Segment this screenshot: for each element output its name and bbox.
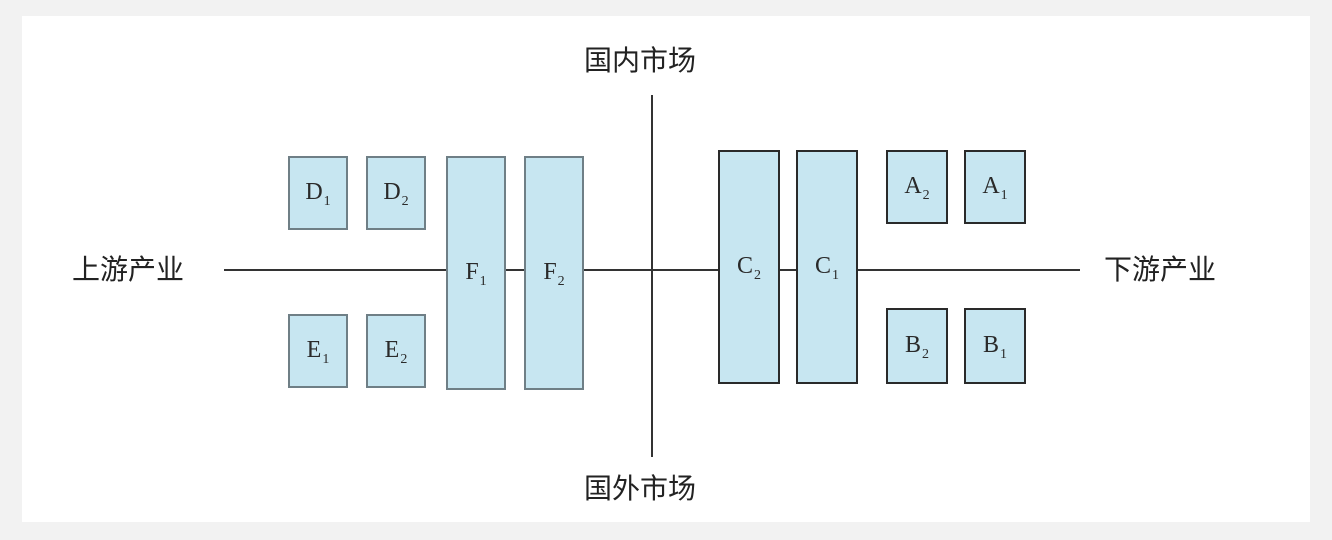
box-f2: F2 <box>524 156 584 390</box>
box-d2-symbol: D2 <box>383 178 409 209</box>
label-foreign-market: 国外市场 <box>584 472 697 505</box>
box-c1-symbol: C1 <box>814 252 839 283</box>
box-f2-symbol: F2 <box>543 258 565 289</box>
label-upstream-industry: 上游产业 <box>72 253 185 286</box>
box-c1: C1 <box>796 150 858 384</box>
box-b1: B1 <box>964 308 1026 384</box>
box-c2: C2 <box>718 150 780 384</box>
box-a1: A1 <box>964 150 1026 224</box>
box-d1: D1 <box>288 156 348 230</box>
label-downstream-industry: 下游产业 <box>1104 253 1217 286</box>
box-e1-symbol: E1 <box>306 336 330 367</box>
label-domestic-market: 国内市场 <box>584 44 697 77</box>
box-b2: B2 <box>886 308 948 384</box>
box-b2-symbol: B2 <box>904 331 929 362</box>
box-a2-symbol: A2 <box>904 172 930 203</box>
box-d1-symbol: D1 <box>305 178 331 209</box>
box-f1: F1 <box>446 156 506 390</box>
vertical-axis-line <box>651 95 653 457</box>
box-f1-symbol: F1 <box>465 258 487 289</box>
box-c2-symbol: C2 <box>736 252 761 283</box>
box-b1-symbol: B1 <box>982 331 1007 362</box>
box-d2: D2 <box>366 156 426 230</box>
box-a2: A2 <box>886 150 948 224</box>
box-e2-symbol: E2 <box>384 336 408 367</box>
box-e1: E1 <box>288 314 348 388</box>
box-a1-symbol: A1 <box>982 172 1008 203</box>
box-e2: E2 <box>366 314 426 388</box>
